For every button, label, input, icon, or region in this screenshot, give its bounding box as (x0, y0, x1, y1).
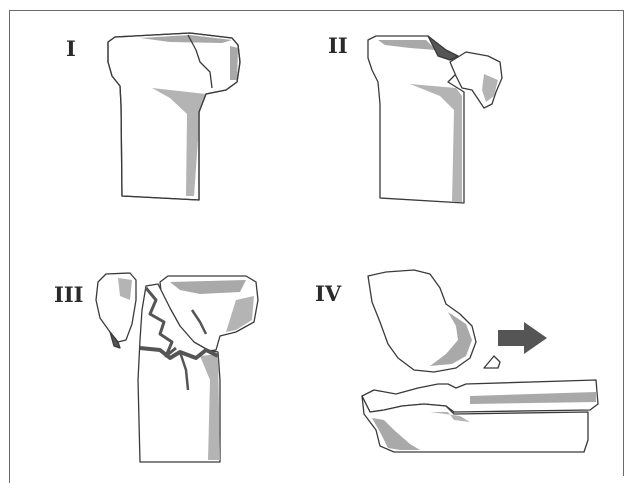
panel-3-bone (96, 273, 258, 462)
panel-1-bone (108, 33, 240, 200)
panel-4-bones (362, 270, 598, 452)
displacement-arrow-icon (498, 322, 547, 354)
panel-2-bone (368, 36, 502, 203)
